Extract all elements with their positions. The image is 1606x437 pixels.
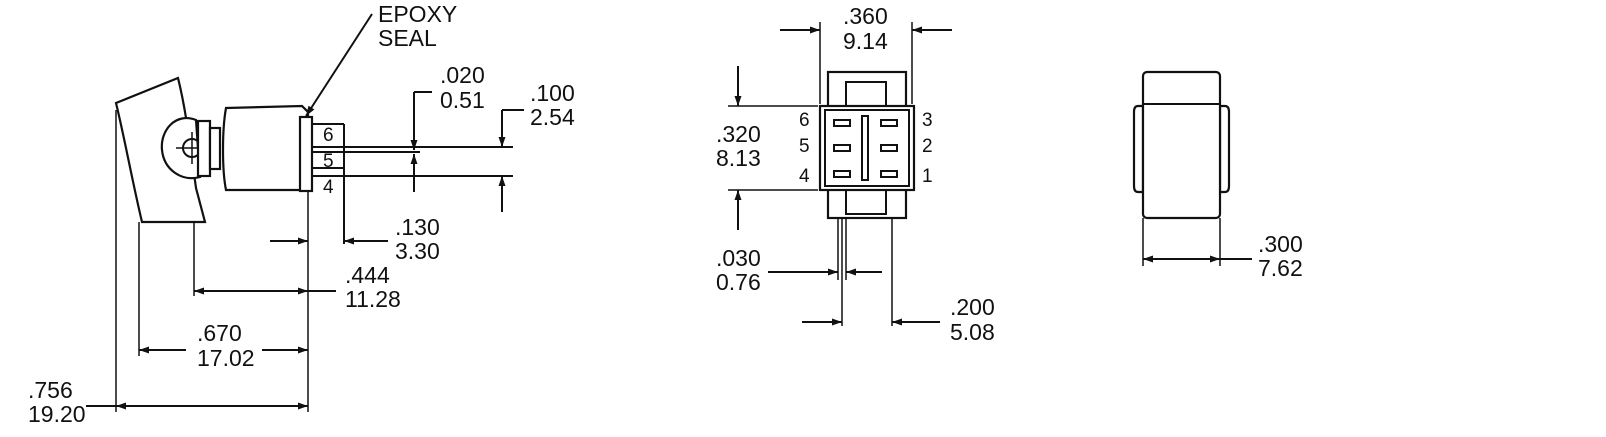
dim-pin-width-inch: .030 (716, 245, 761, 271)
front-side-flange-left (1132, 104, 1145, 194)
terminal-pin-5: 5 (799, 136, 810, 157)
dim-overall-length: .756 19.20 (28, 377, 308, 427)
dim-terminal-width-inch: .360 (843, 3, 888, 29)
dim-actuator-to-terminals-mm: 17.02 (197, 345, 255, 371)
dim-overall-length-mm: 19.20 (28, 401, 86, 427)
terminal-pin-3: 3 (922, 110, 933, 131)
dim-body-length: .444 11.28 (194, 262, 401, 312)
side-view: 6 5 4 EPOXY SEAL .020 0.51 .100 2.54 (28, 1, 575, 427)
dim-pin-spacing: .100 2.54 (420, 80, 575, 212)
dim-actuator-to-terminals: .670 17.02 (139, 320, 308, 371)
terminal-pin-6: 6 (799, 110, 810, 131)
front-view: .300 7.62 (1132, 70, 1303, 281)
dim-terminal-height-inch: .320 (716, 121, 761, 147)
dim-pin-length-inch: .130 (395, 214, 440, 240)
terminal-view: 6 5 4 3 2 1 .360 9.14 .320 8.13 (716, 3, 995, 345)
dim-body-length-inch: .444 (345, 262, 390, 288)
dim-terminal-width: .360 9.14 (780, 3, 952, 54)
front-body (1141, 70, 1222, 220)
dim-terminal-width-mm: 9.14 (843, 28, 888, 54)
side-pin-4: 4 (323, 177, 334, 198)
dim-terminal-height-mm: 8.13 (716, 145, 761, 171)
dim-pin-width: .030 0.76 (716, 245, 882, 295)
side-pin-5: 5 (323, 151, 334, 172)
dim-pin-thickness-inch: .020 (440, 62, 485, 88)
dim-pin-length: .130 3.30 (270, 214, 440, 264)
terminal-pin-4: 4 (799, 166, 810, 187)
dim-terminal-height: .320 8.13 (716, 66, 761, 230)
dim-actuator-to-terminals-inch: .670 (197, 320, 242, 346)
epoxy-seal-label-line1: EPOXY (378, 1, 457, 27)
dim-front-width-inch: .300 (1258, 231, 1303, 257)
dim-pin-thickness: .020 0.51 (410, 62, 485, 192)
terminal-pins (833, 119, 898, 178)
dim-pin-pitch: .200 5.08 (802, 294, 995, 345)
dim-pin-pitch-mm: 5.08 (950, 319, 995, 345)
switch-body (221, 104, 310, 192)
dim-pin-pitch-inch: .200 (950, 294, 995, 320)
dim-pin-thickness-mm: 0.51 (440, 87, 485, 113)
terminal-pin-1: 1 (922, 166, 933, 187)
dim-overall-length-inch: .756 (28, 377, 73, 403)
front-side-flange-right (1218, 104, 1231, 194)
side-pin-6: 6 (323, 125, 334, 146)
rocker-actuator (114, 76, 207, 224)
dim-front-width-mm: 7.62 (1258, 255, 1303, 281)
dim-front-width: .300 7.62 (1143, 231, 1303, 281)
terminal-pin-2: 2 (922, 136, 933, 157)
epoxy-seal-label-line2: SEAL (378, 25, 437, 51)
dim-pin-spacing-mm: 2.54 (530, 104, 575, 130)
mount-bracket (196, 119, 212, 178)
dim-pin-spacing-inch: .100 (530, 80, 575, 106)
epoxy-seal-leader (305, 13, 373, 117)
dim-pin-width-mm: 0.76 (716, 269, 761, 295)
dim-body-length-mm: 11.28 (345, 286, 401, 312)
terminal-block (298, 115, 314, 193)
dim-pin-length-mm: 3.30 (395, 238, 440, 264)
